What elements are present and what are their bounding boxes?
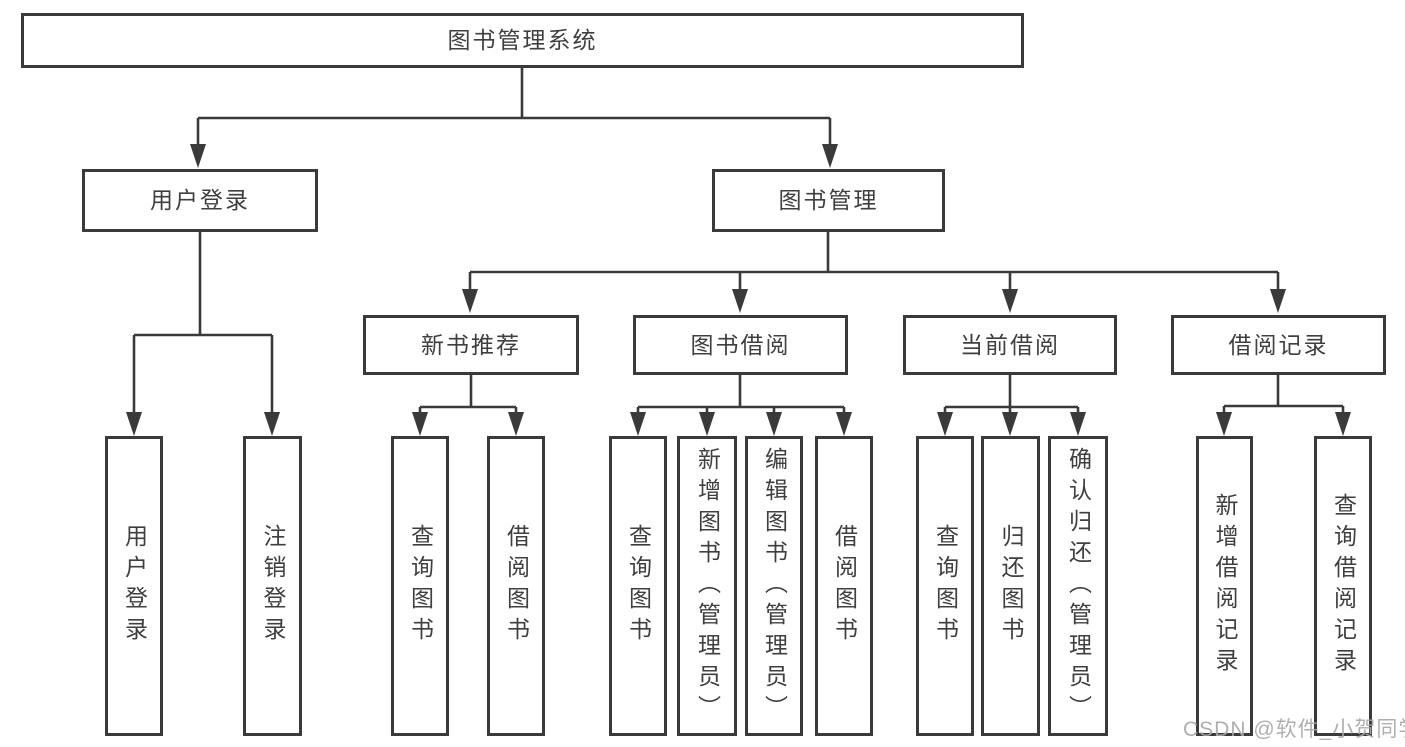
node-book-management: 图书管理 — [712, 169, 945, 232]
leaf-label: 确认归还（管理员） — [1065, 446, 1092, 726]
node-user-login-label: 用户登录 — [150, 187, 250, 213]
leaf-query-books-2: 查询图书 — [609, 436, 667, 736]
leaf-label: 借阅图书 — [503, 524, 530, 648]
node-user-login: 用户登录 — [82, 169, 318, 232]
connector-currentborrow-to-leaves — [943, 375, 1080, 420]
leaf-user-login: 用户登录 — [105, 436, 163, 736]
node-current-borrow: 当前借阅 — [903, 315, 1117, 375]
node-book-borrow-label: 图书借阅 — [690, 331, 791, 358]
node-root-label: 图书管理系统 — [447, 27, 598, 53]
leaf-borrow-books-2: 借阅图书 — [815, 436, 873, 736]
leaf-label: 借阅图书 — [831, 524, 858, 648]
leaf-label: 新增借阅记录 — [1212, 493, 1238, 679]
leaf-logout: 注销登录 — [243, 436, 302, 736]
leaf-query-books-1: 查询图书 — [391, 436, 449, 736]
leaf-add-borrow-record: 新增借阅记录 — [1196, 436, 1253, 736]
leaf-label: 查询图书 — [932, 524, 959, 648]
node-borrow-records: 借阅记录 — [1171, 315, 1386, 375]
connector-newbook-to-leaves — [418, 375, 518, 420]
connector-records-to-leaves — [1222, 375, 1345, 420]
leaf-label: 归还图书 — [998, 524, 1024, 648]
node-root-system: 图书管理系统 — [21, 13, 1024, 68]
connector-userlogin-to-leaves — [132, 232, 274, 420]
connector-bookborrow-to-leaves — [636, 375, 846, 420]
leaf-label: 新增图书（管理员） — [694, 446, 721, 726]
node-current-borrow-label: 当前借阅 — [960, 331, 1060, 358]
csdn-watermark: CSDN @软件_小贺同学 — [1183, 718, 1405, 741]
leaf-label: 查询借阅记录 — [1330, 493, 1357, 679]
node-borrow-records-label: 借阅记录 — [1228, 331, 1329, 358]
leaf-add-books-admin: 新增图书（管理员） — [677, 436, 737, 736]
node-new-book-recommend-label: 新书推荐 — [421, 331, 521, 358]
node-book-management-label: 图书管理 — [778, 187, 879, 213]
leaf-label: 注销登录 — [260, 524, 286, 648]
leaf-query-books-3: 查询图书 — [916, 436, 974, 736]
node-book-borrow: 图书借阅 — [633, 315, 848, 375]
leaf-label: 查询图书 — [625, 524, 652, 648]
leaf-edit-books-admin: 编辑图书（管理员） — [745, 436, 803, 736]
connector-bookmgmt-to-level3 — [468, 232, 1280, 296]
node-new-book-recommend: 新书推荐 — [363, 315, 579, 375]
leaf-return-books: 归还图书 — [981, 436, 1040, 736]
leaf-label: 查询图书 — [407, 524, 434, 648]
leaf-query-borrow-record: 查询借阅记录 — [1314, 436, 1372, 736]
leaf-label: 用户登录 — [121, 524, 148, 648]
connector-root-to-level2 — [196, 68, 832, 150]
leaf-borrow-books-1: 借阅图书 — [487, 436, 545, 736]
leaf-confirm-return-admin: 确认归还（管理员） — [1048, 436, 1108, 736]
leaf-label: 编辑图书（管理员） — [761, 446, 788, 726]
